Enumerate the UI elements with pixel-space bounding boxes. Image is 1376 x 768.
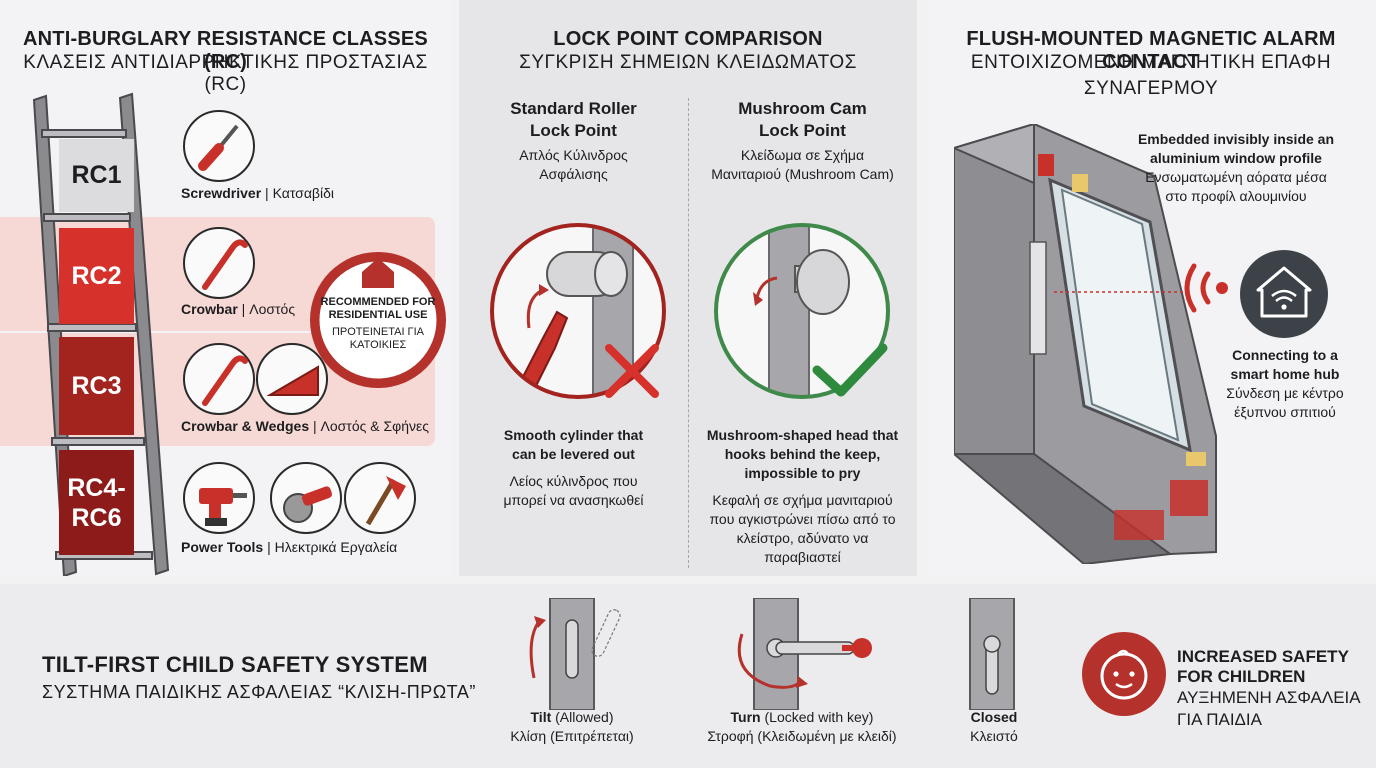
tool-label-gr: Λοστός — [249, 301, 296, 317]
tool-label-en: Crowbar — [181, 301, 238, 317]
rc3-box: RC3 — [59, 337, 134, 435]
tool-label-en: Crowbar & Wedges — [181, 418, 310, 434]
alarm-title-gr-1: ΕΝΤΟΙΧΙΖΟΜΕΝΗ ΜΑΓΝΗΤΙΚΗ ΕΠΑΦΗ — [970, 52, 1332, 73]
lock-title-en: LOCK POINT COMPARISON — [553, 28, 823, 50]
tool-label-gr: Ηλεκτρικά Εργαλεία — [274, 539, 398, 555]
child-safety-panel: TILT-FIRST CHILD SAFETY SYSTEM ΣΥΣΤΗΜΑ Π… — [0, 584, 1376, 768]
badge-gr-1: ΠΡΟΤΕΙΝΕΤΑΙ ΓΙΑ — [331, 326, 425, 338]
rc1-box: RC1 — [59, 139, 134, 212]
smart-home-hub-icon — [1240, 250, 1328, 338]
check-mark-icon — [812, 343, 888, 397]
rc-title-en: ANTI-BURGLARY RESISTANCE CLASSES (RC) — [23, 28, 428, 73]
badge-gr-2: ΚΑΤΟΙΚΙΕΣ — [349, 339, 407, 351]
rc2-box: RC2 — [59, 228, 134, 324]
hub-caption: Connecting to a smart home hub Σύνδεση μ… — [1226, 347, 1344, 420]
signal-waves-icon — [1184, 263, 1228, 313]
alarm-title-en: FLUSH-MOUNTED MAGNETIC ALARM CONTACT — [966, 28, 1336, 73]
child-face-icon — [1082, 632, 1166, 716]
tilt-handle-illustration — [529, 598, 621, 710]
badge-en-2: RESIDENTIAL USE — [328, 309, 428, 321]
roller-lock-illustration — [490, 223, 666, 399]
crowbar-icon — [183, 227, 255, 299]
tool-label-en: Screwdriver — [181, 185, 262, 201]
recommended-badge: RECOMMENDED FOR RESIDENTIAL USE ΠΡΟΤΕΙΝΕ… — [306, 248, 450, 392]
roller-description: Smooth cylinder that can be levered out … — [503, 427, 644, 508]
rc-title-gr: ΚΛΑΣΕΙΣ ΑΝΤΙΔΙΑΡΡΗΚΤΙΚΗΣ ΠΡΟΣΤΑΣΙΑΣ (RC) — [23, 52, 428, 95]
power-drill-icon — [183, 462, 255, 534]
roller-header: Standard Roller Lock Point Απλός Κύλινδρ… — [510, 99, 637, 182]
crowbar-icon — [183, 343, 255, 415]
tilt-state: Tilt (Allowed) Κλίση (Επιτρέπεται) — [510, 709, 634, 744]
window-profile-illustration — [954, 124, 1217, 564]
lock-panel: LOCK POINT COMPARISON ΣΥΓΚΡΙΣΗ ΣΗΜΕΙΩΝ Κ… — [459, 0, 917, 576]
alarm-title-gr-2: ΣΥΝΑΓΕΡΜΟΥ — [1083, 78, 1219, 99]
wedge-icon — [256, 343, 328, 415]
tool-label-gr: Λοστός & Σφήνες — [320, 418, 429, 434]
tool-label-gr: Κατσαβίδι — [272, 185, 334, 201]
screwdriver-icon — [183, 110, 255, 182]
safety-caption: INCREASED SAFETY FOR CHILDREN ΑΥΞΗΜΕΝΗ Α… — [1177, 647, 1361, 729]
rc4-box: RC4-RC6 — [59, 450, 134, 555]
closed-handle-illustration — [969, 598, 1015, 710]
axe-icon — [344, 462, 416, 534]
child-title-en: TILT-FIRST CHILD SAFETY SYSTEM — [42, 652, 428, 677]
rc-panel: ANTI-BURGLARY RESISTANCE CLASSES (RC) ΚΛ… — [0, 0, 451, 576]
embed-caption: Embedded invisibly inside an aluminium w… — [1137, 131, 1335, 204]
closed-state: Closed Κλειστό — [970, 709, 1018, 744]
lock-title-gr: ΣΥΓΚΡΙΣΗ ΣΗΜΕΙΩΝ ΚΛΕΙΔΩΜΑΤΟΣ — [519, 52, 857, 73]
mushroom-header: Mushroom Cam Lock Point Κλείδωμα σε Σχήμ… — [711, 99, 894, 182]
x-mark-icon — [605, 344, 659, 398]
turn-state: Turn (Locked with key) Στροφή (Κλειδωμέν… — [707, 709, 897, 744]
divider — [688, 98, 689, 568]
mushroom-description: Mushroom-shaped head that hooks behind t… — [706, 427, 899, 565]
angle-grinder-icon — [270, 462, 342, 534]
child-title-gr: ΣΥΣΤΗΜΑ ΠΑΙΔΙΚΗΣ ΑΣΦΑΛΕΙΑΣ “ΚΛΙΣΗ-ΠΡΩΤΑ” — [42, 682, 476, 702]
alarm-panel: FLUSH-MOUNTED MAGNETIC ALARM CONTACT ΕΝΤ… — [926, 0, 1376, 576]
badge-en-1: RECOMMENDED FOR — [320, 296, 436, 308]
tool-label-en: Power Tools — [181, 539, 264, 555]
mushroom-lock-illustration — [714, 223, 890, 399]
turn-handle-illustration — [737, 598, 872, 710]
